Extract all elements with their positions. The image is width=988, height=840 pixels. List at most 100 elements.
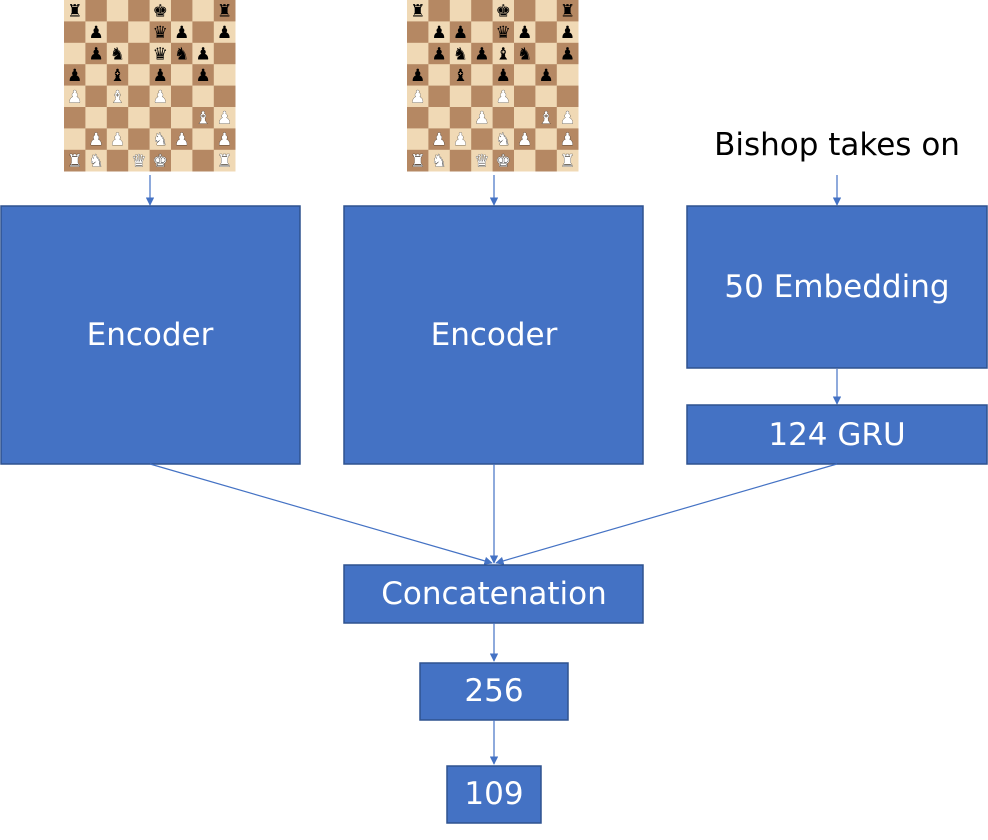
board-square [192, 149, 215, 172]
black-pawn-icon: ♟ [496, 66, 511, 86]
board-square [514, 85, 536, 108]
board-square [492, 128, 515, 151]
white-pawn-icon: ♟ [88, 130, 103, 150]
black-pawn-icon: ♟ [67, 66, 82, 86]
board-square [535, 21, 558, 44]
board-square [171, 42, 193, 65]
board-square [149, 85, 172, 108]
board-square [471, 21, 493, 44]
board-square [85, 85, 108, 108]
concatenation-label: Concatenation [381, 576, 607, 612]
board-square [449, 42, 472, 65]
board-square [407, 149, 429, 172]
white-pawn-icon: ♟ [453, 130, 468, 150]
board-square [492, 149, 515, 172]
board-square [428, 149, 451, 172]
dense-256-box: 256 [419, 662, 569, 721]
board-square [106, 42, 129, 65]
encoder-box-1: Encoder [0, 205, 301, 465]
board-square [514, 0, 536, 22]
board-square [449, 0, 472, 22]
board-square [556, 21, 579, 44]
board-square [106, 149, 129, 172]
chess-board-image-2: ♜♚♜♟♟♛♟♟♟♞♟♝♞♟♟♝♟♟♟♟♟♝♟♟♟♞♟♟♜♞♛♚♜ [407, 0, 579, 172]
black-pawn-icon: ♟ [538, 66, 553, 86]
black-bishop-icon: ♝ [110, 66, 125, 86]
encoder-label-1: Encoder [87, 317, 214, 353]
board-square [128, 42, 150, 65]
board-square [213, 42, 236, 65]
board-square [128, 107, 150, 129]
text-input-label: Bishop takes on [714, 127, 960, 163]
embedding-label: 50 Embedding [724, 269, 949, 305]
output-109-label: 109 [464, 776, 523, 812]
black-knight-icon: ♞ [453, 45, 468, 65]
black-pawn-icon: ♟ [560, 23, 575, 43]
black-pawn-icon: ♟ [217, 23, 232, 43]
board-square [192, 42, 215, 65]
board-square [428, 107, 451, 129]
board-square [535, 107, 558, 129]
board-square [85, 149, 108, 172]
board-square [535, 64, 558, 86]
black-king-icon: ♚ [153, 2, 168, 22]
board-square [192, 21, 215, 44]
white-rook-icon: ♜ [217, 152, 232, 172]
board-square [192, 0, 215, 22]
board-square [492, 107, 515, 129]
board-square [149, 107, 172, 129]
black-pawn-icon: ♟ [517, 23, 532, 43]
board-square [535, 0, 558, 22]
black-rook-icon: ♜ [560, 2, 575, 22]
board-square [106, 107, 129, 129]
board-square [407, 64, 429, 86]
black-rook-icon: ♜ [67, 2, 82, 22]
board-square [492, 64, 515, 86]
black-pawn-icon: ♟ [174, 23, 189, 43]
board-square [192, 128, 215, 151]
board-square [492, 21, 515, 44]
white-queen-icon: ♛ [131, 152, 146, 172]
black-pawn-icon: ♟ [453, 23, 468, 43]
board-square [64, 149, 86, 172]
white-pawn-icon: ♟ [410, 87, 425, 107]
white-pawn-icon: ♟ [174, 130, 189, 150]
board-square [149, 21, 172, 44]
black-pawn-icon: ♟ [560, 45, 575, 65]
board-square [149, 0, 172, 22]
board-square [556, 128, 579, 151]
dense-256-label: 256 [464, 673, 523, 709]
black-rook-icon: ♜ [217, 2, 232, 22]
black-pawn-icon: ♟ [88, 23, 103, 43]
board-square [407, 128, 429, 151]
encoder-box-2: Encoder [343, 205, 644, 465]
white-rook-icon: ♜ [410, 152, 425, 172]
white-knight-icon: ♞ [153, 130, 168, 150]
board-square [192, 64, 215, 86]
board-square [514, 149, 536, 172]
arrow-encoder1-to-concatenation [149, 463, 493, 565]
board-square [471, 42, 493, 65]
board-square [213, 85, 236, 108]
board-square [85, 107, 108, 129]
board-square [535, 42, 558, 65]
black-queen-icon: ♛ [496, 23, 511, 43]
board-square [471, 64, 493, 86]
board-square [535, 85, 558, 108]
white-queen-icon: ♛ [474, 152, 489, 172]
board-square [514, 107, 536, 129]
white-bishop-icon: ♝ [195, 109, 210, 129]
board-square [128, 64, 150, 86]
board-square [85, 21, 108, 44]
board-square [171, 21, 193, 44]
white-pawn-icon: ♟ [517, 130, 532, 150]
black-pawn-icon: ♟ [195, 45, 210, 65]
board-square [171, 149, 193, 172]
board-square [171, 107, 193, 129]
white-pawn-icon: ♟ [431, 130, 446, 150]
white-pawn-icon: ♟ [496, 87, 511, 107]
board-square [449, 128, 472, 151]
output-109-box: 109 [446, 765, 542, 824]
white-knight-icon: ♞ [88, 152, 103, 172]
